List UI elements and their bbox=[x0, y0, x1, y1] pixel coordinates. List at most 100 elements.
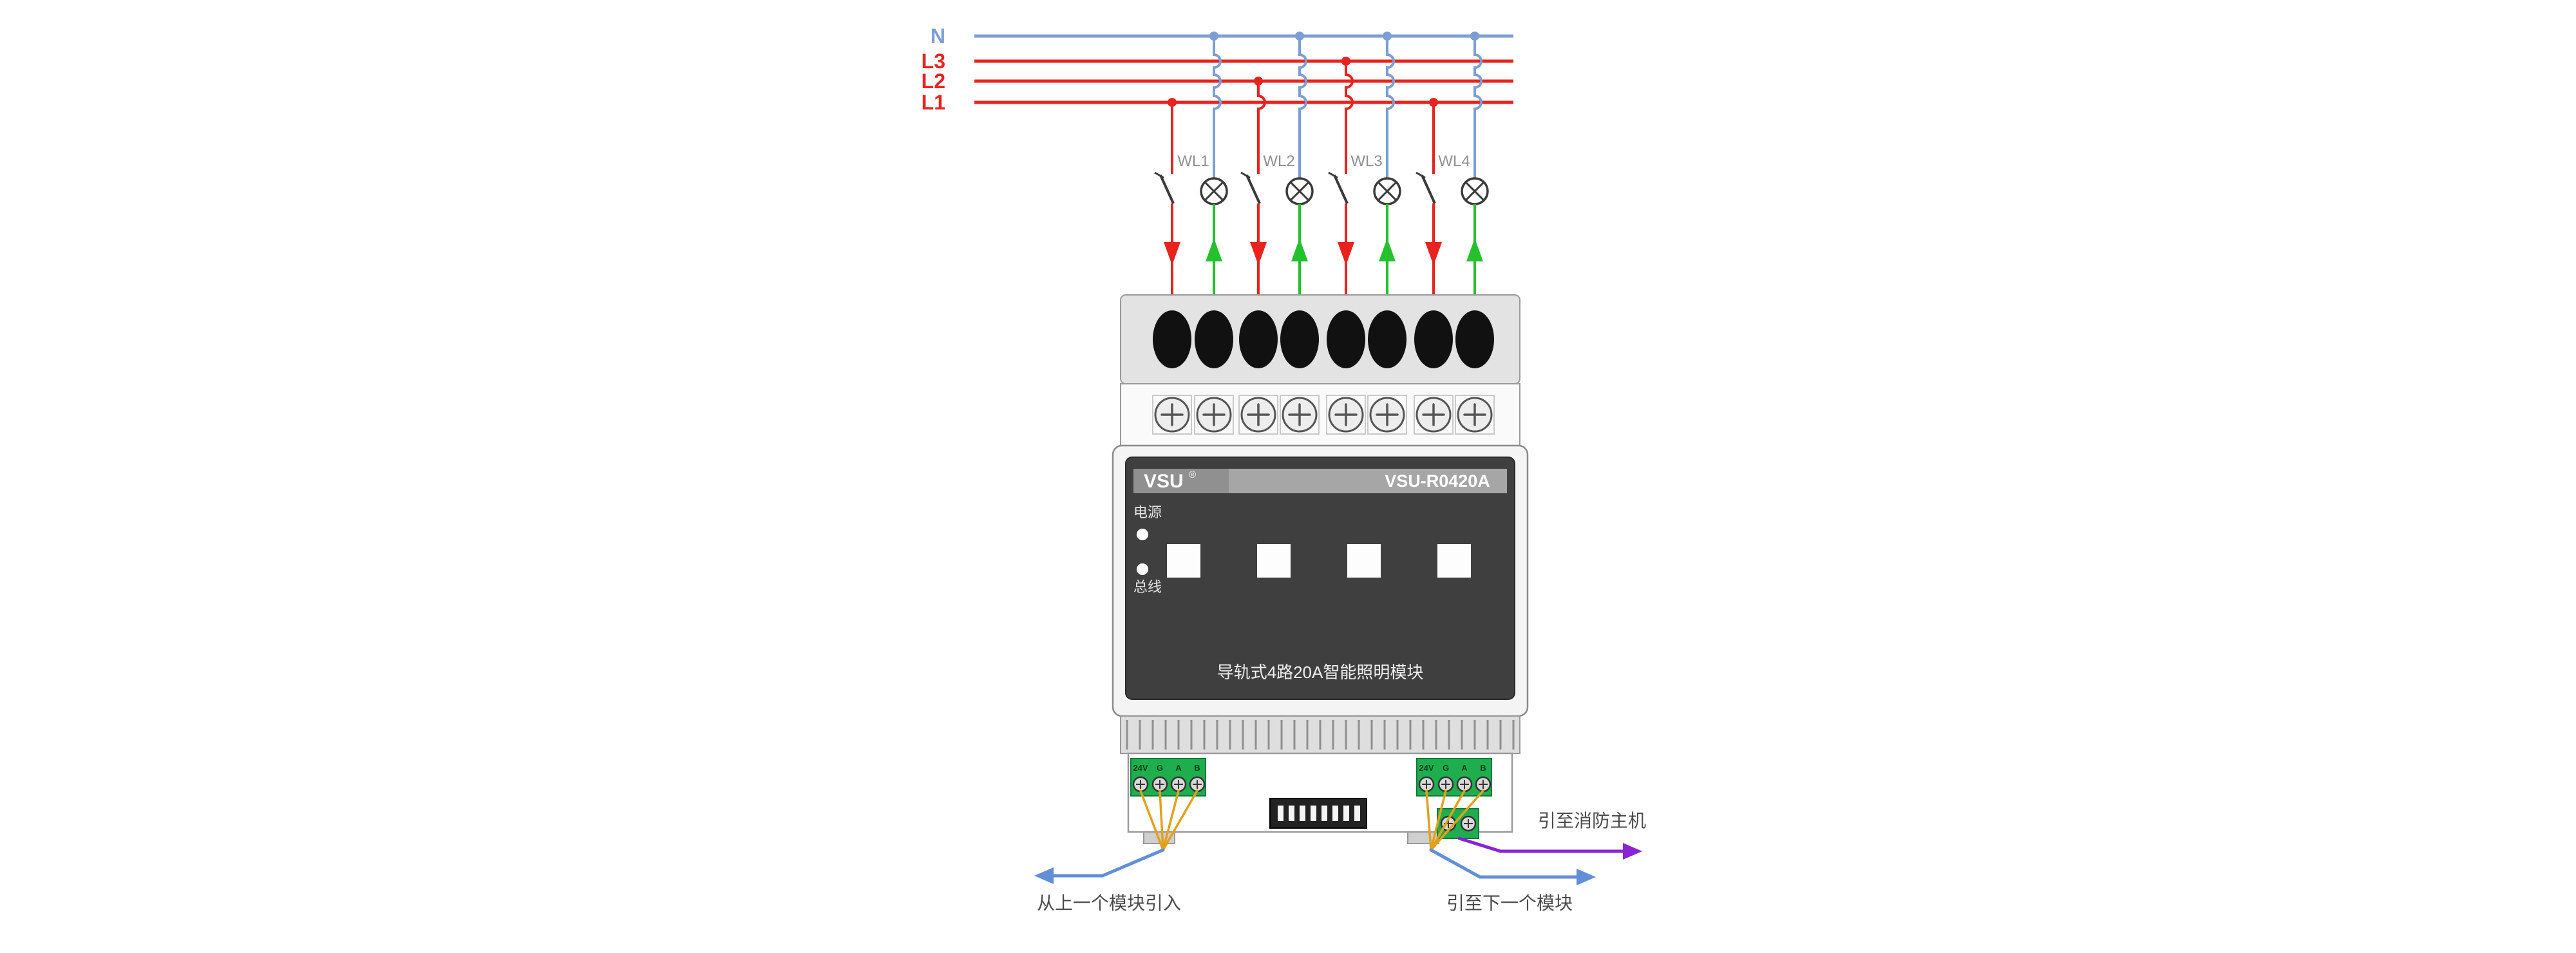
switch-tick-wl4 bbox=[1416, 171, 1426, 179]
aux-wire-right-3 bbox=[1430, 789, 1466, 851]
brand-plate bbox=[1133, 469, 1229, 493]
neutral-wire-wl3 bbox=[1386, 36, 1395, 178]
terminal-label-g-r: G bbox=[1443, 763, 1449, 773]
bus-label-l1: L1 bbox=[922, 91, 945, 114]
neutral-tap-dot-wl1 bbox=[1209, 32, 1218, 41]
bus-out-wiring bbox=[1425, 789, 1596, 885]
lamp-cross-wl4-b bbox=[1464, 181, 1485, 202]
aux-wire-right-4 bbox=[1430, 789, 1484, 851]
screw-terminal-7 bbox=[1414, 395, 1454, 435]
switch-tick-wl1 bbox=[1154, 171, 1164, 179]
bus-terminal-right: 24V G A B bbox=[1416, 758, 1492, 797]
switch-icon-wl2 bbox=[1245, 175, 1261, 204]
screw-terminal-4 bbox=[1280, 395, 1320, 435]
brand-logo: VSU bbox=[1144, 471, 1184, 492]
switch-icon-wl4 bbox=[1421, 175, 1436, 204]
bus-label-n: N bbox=[931, 24, 945, 48]
switch-icon-wl3 bbox=[1333, 175, 1349, 204]
module-top-clamp-strip bbox=[1120, 294, 1520, 384]
neutral-tap-dot-wl3 bbox=[1383, 32, 1392, 41]
terminal-label-b: B bbox=[1194, 763, 1200, 773]
annotation-outgoing: 引至下一个模块 bbox=[1446, 893, 1573, 913]
dip-switch bbox=[1269, 798, 1367, 829]
module-bottom-housing: 24V G A B 24V G A B bbox=[1127, 752, 1513, 844]
bus-in-arrow bbox=[1034, 867, 1054, 884]
bus-label-l2: L2 bbox=[922, 70, 945, 93]
screw-terminal-2 bbox=[1194, 395, 1234, 435]
terminal-label-a: A bbox=[1175, 763, 1182, 773]
circuit-label-wl4: WL4 bbox=[1438, 153, 1470, 170]
screw-terminal-5 bbox=[1326, 395, 1366, 435]
wire-clamp-3 bbox=[1239, 310, 1278, 368]
switch-icon-wl1 bbox=[1159, 175, 1175, 204]
screw-terminal-8 bbox=[1455, 395, 1495, 435]
channel-button-2 bbox=[1257, 544, 1291, 578]
phase-tap-dot-wl1 bbox=[1168, 98, 1177, 107]
flow-arrow-down-wl3 bbox=[1338, 242, 1354, 265]
circuit-wl1: WL1 bbox=[1154, 32, 1228, 325]
aux-wire-left-1 bbox=[1139, 789, 1164, 851]
annotation-fire: 引至消防主机 bbox=[1538, 811, 1646, 831]
channel-button-4 bbox=[1437, 544, 1471, 578]
neutral-wire-wl1 bbox=[1213, 36, 1222, 178]
neutral-tap-dot-wl2 bbox=[1295, 32, 1304, 41]
circuit-label-wl3: WL3 bbox=[1350, 153, 1382, 170]
phase-tap-dot-wl3 bbox=[1341, 57, 1350, 66]
neutral-tap-dot-wl4 bbox=[1470, 32, 1479, 41]
lamp-cross-wl3-b bbox=[1377, 181, 1397, 202]
led-bus-label: 总线 bbox=[1133, 579, 1162, 595]
bus-label-l3: L3 bbox=[922, 50, 945, 73]
channel-button-3 bbox=[1347, 544, 1381, 578]
aux-wire-left-4 bbox=[1162, 789, 1198, 851]
fire-wiring bbox=[1457, 836, 1642, 860]
bus-out-line bbox=[1429, 848, 1578, 879]
terminal-label-24v-r: 24V bbox=[1419, 763, 1434, 773]
led-bus-indicator bbox=[1137, 563, 1148, 575]
terminal-label-g: G bbox=[1157, 763, 1163, 773]
channel-button-1 bbox=[1167, 544, 1200, 578]
circuit-label-wl1: WL1 bbox=[1177, 153, 1209, 170]
terminal-label-b-r: B bbox=[1480, 763, 1486, 773]
flow-arrow-down-wl4 bbox=[1425, 242, 1442, 265]
circuit-wl3: WL3 bbox=[1328, 32, 1401, 325]
flow-arrow-up-wl1 bbox=[1206, 238, 1222, 261]
screw-terminal-6 bbox=[1367, 395, 1407, 435]
panel-caption: 导轨式4路20A智能照明模块 bbox=[1217, 663, 1424, 682]
ribbed-vent-strip bbox=[1120, 715, 1520, 754]
aux-wire-right-2 bbox=[1430, 789, 1447, 851]
module-screw-strip bbox=[1120, 383, 1520, 446]
lamp-cross-wl1-b bbox=[1204, 181, 1224, 202]
terminal-label-a-r: A bbox=[1461, 763, 1468, 773]
wire-clamp-4 bbox=[1280, 310, 1319, 368]
fire-line bbox=[1457, 836, 1625, 853]
bus-terminal-left: 24V G A B bbox=[1130, 758, 1206, 797]
terminal-label-24v: 24V bbox=[1133, 763, 1148, 773]
front-panel bbox=[1125, 457, 1515, 700]
flow-arrow-down-wl2 bbox=[1250, 242, 1267, 265]
led-power-indicator bbox=[1137, 529, 1148, 540]
circuit-label-wl2: WL2 bbox=[1263, 153, 1294, 170]
aux-wire-right-1 bbox=[1425, 789, 1432, 851]
screw-terminal-1 bbox=[1152, 395, 1192, 435]
wire-clamp-5 bbox=[1327, 310, 1365, 368]
bus-out-arrow bbox=[1577, 869, 1596, 885]
flow-arrow-up-wl2 bbox=[1291, 238, 1308, 261]
screw-terminal-3 bbox=[1238, 395, 1278, 435]
neutral-wire-wl4 bbox=[1473, 36, 1482, 178]
wire-clamp-1 bbox=[1153, 310, 1191, 368]
flow-arrow-down-wl1 bbox=[1164, 242, 1180, 265]
model-label: VSU-R0420A bbox=[1385, 471, 1490, 491]
power-bus: N L3 L2 L1 bbox=[922, 24, 1513, 114]
circuit-wl2: WL2 bbox=[1240, 32, 1314, 325]
brand-reg-mark: ® bbox=[1189, 469, 1196, 480]
switch-tick-wl2 bbox=[1240, 171, 1251, 179]
neutral-wire-wl2 bbox=[1298, 36, 1307, 178]
wire-clamp-2 bbox=[1195, 310, 1233, 368]
module-body: VSU ® VSU-R0420A 电源 总线 导轨式4路20A智能照明模块 bbox=[1112, 444, 1529, 717]
bus-in-line bbox=[1052, 848, 1165, 878]
bus-in-wiring bbox=[1034, 789, 1198, 884]
led-power-label: 电源 bbox=[1133, 504, 1162, 520]
fire-arrow bbox=[1623, 843, 1642, 860]
